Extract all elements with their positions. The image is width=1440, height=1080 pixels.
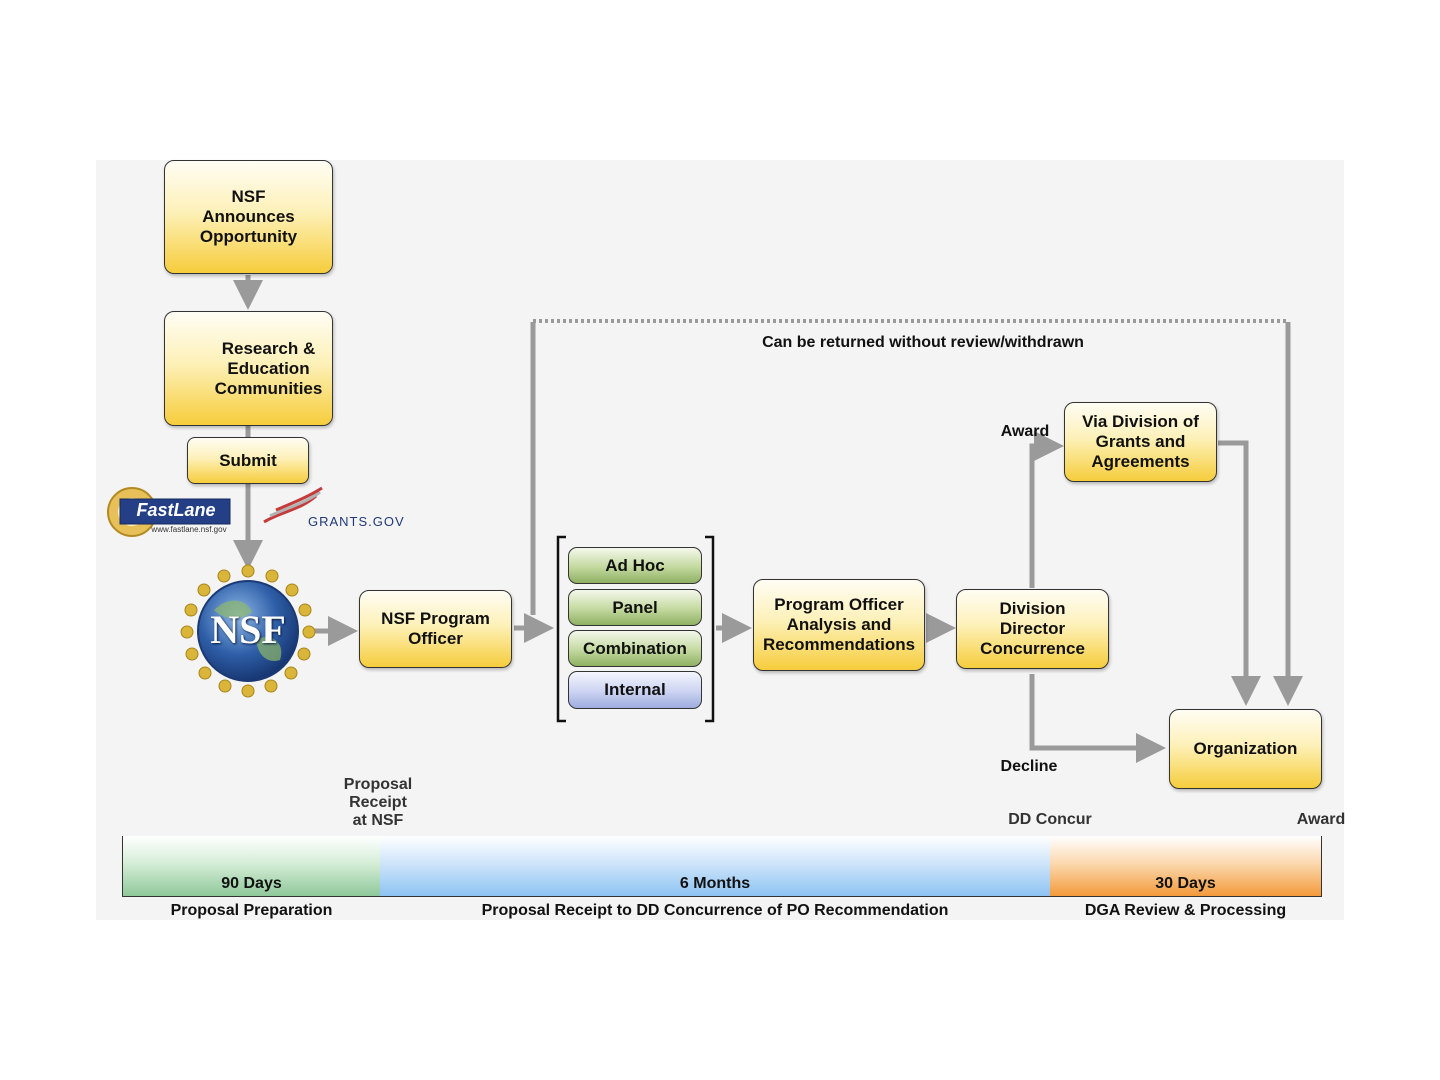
node-po-analysis: Program Officer Analysis and Recommendat…: [753, 579, 925, 671]
arrow-dd-to-organization: [1029, 674, 1166, 763]
phase-dga-review: 30 Days: [1050, 836, 1321, 896]
fastlane-url: www.fastlane.nsf.gov: [151, 525, 227, 534]
arrow-dd-to-dga: [1029, 431, 1064, 588]
marker-award: Award: [1296, 811, 1346, 828]
fastlane-logo-icon: [107, 487, 231, 537]
grants-gov-swoosh-icon: [263, 486, 323, 524]
diagram-background: [96, 160, 1344, 920]
grants-gov-logo-text: GRANTS.GOV: [308, 514, 405, 529]
node-submit: Submit: [187, 437, 309, 484]
label-decline-branch: Decline: [1000, 758, 1058, 775]
node-announce-opportunity: NSF Announces Opportunity: [164, 160, 333, 274]
arrow-dga-to-organization: [1218, 440, 1261, 706]
node-organization: Organization: [1169, 709, 1322, 789]
node-program-officer: NSF Program Officer: [359, 590, 512, 668]
marker-proposal-receipt: Proposal Receipt at NSF: [343, 776, 413, 829]
bracket-right: [705, 535, 715, 723]
phase-receipt-to-dd: 6 Months: [380, 836, 1050, 896]
label-award-branch: Award: [1000, 423, 1050, 440]
nsf-seal-text: NSF: [210, 607, 286, 652]
review-type-ad-hoc: Ad Hoc: [568, 547, 702, 584]
label-returned-without-review: Can be returned without review/withdrawn: [762, 334, 1084, 351]
bracket-left: [556, 535, 566, 723]
review-type-internal: Internal: [568, 671, 702, 709]
review-type-panel: Panel: [568, 589, 702, 626]
node-dd-concurrence: Division Director Concurrence: [956, 589, 1109, 669]
caption-receipt-to-dd: Proposal Receipt to DD Concurrence of PO…: [481, 902, 949, 919]
marker-dd-concur: DD Concur: [1008, 811, 1092, 828]
phase-proposal-preparation: 90 Days: [123, 836, 380, 896]
node-dga: Via Division of Grants and Agreements: [1064, 402, 1217, 482]
nsf-seal-icon: [180, 564, 316, 698]
review-type-combination: Combination: [568, 630, 702, 667]
caption-proposal-preparation: Proposal Preparation: [170, 902, 333, 919]
node-research-communities: Research & Education Communities: [164, 311, 333, 426]
fastlane-logo-text: FastLane: [136, 500, 216, 520]
caption-dga-review: DGA Review & Processing: [1084, 902, 1287, 919]
